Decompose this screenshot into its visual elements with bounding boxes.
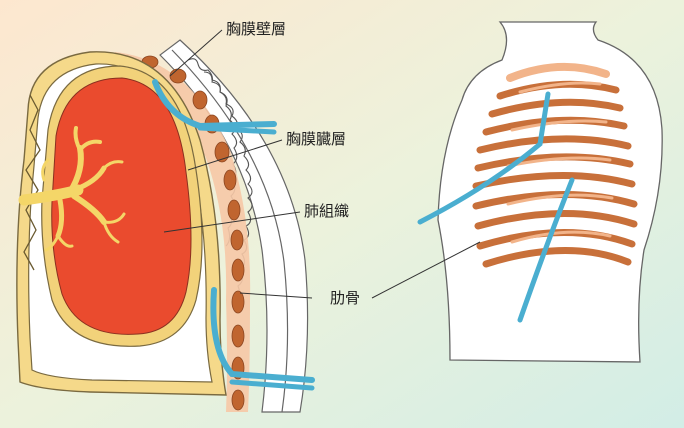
rib-oval: [228, 200, 240, 220]
rib-oval: [231, 230, 243, 250]
rib-oval: [232, 259, 244, 281]
label-rib: 肋骨: [330, 289, 360, 307]
lung-tissue: [52, 78, 191, 334]
rib-oval: [232, 325, 244, 347]
rib-oval: [193, 91, 207, 109]
rib-oval: [224, 170, 236, 190]
rib-oval: [232, 390, 244, 410]
label-visceral-pleura: 胸膜臓層: [286, 130, 346, 148]
label-lung-tissue: 肺組織: [304, 202, 349, 220]
rib-oval: [170, 69, 186, 83]
rib-oval: [232, 291, 244, 313]
label-parietal-pleura: 胸膜壁層: [226, 20, 286, 38]
